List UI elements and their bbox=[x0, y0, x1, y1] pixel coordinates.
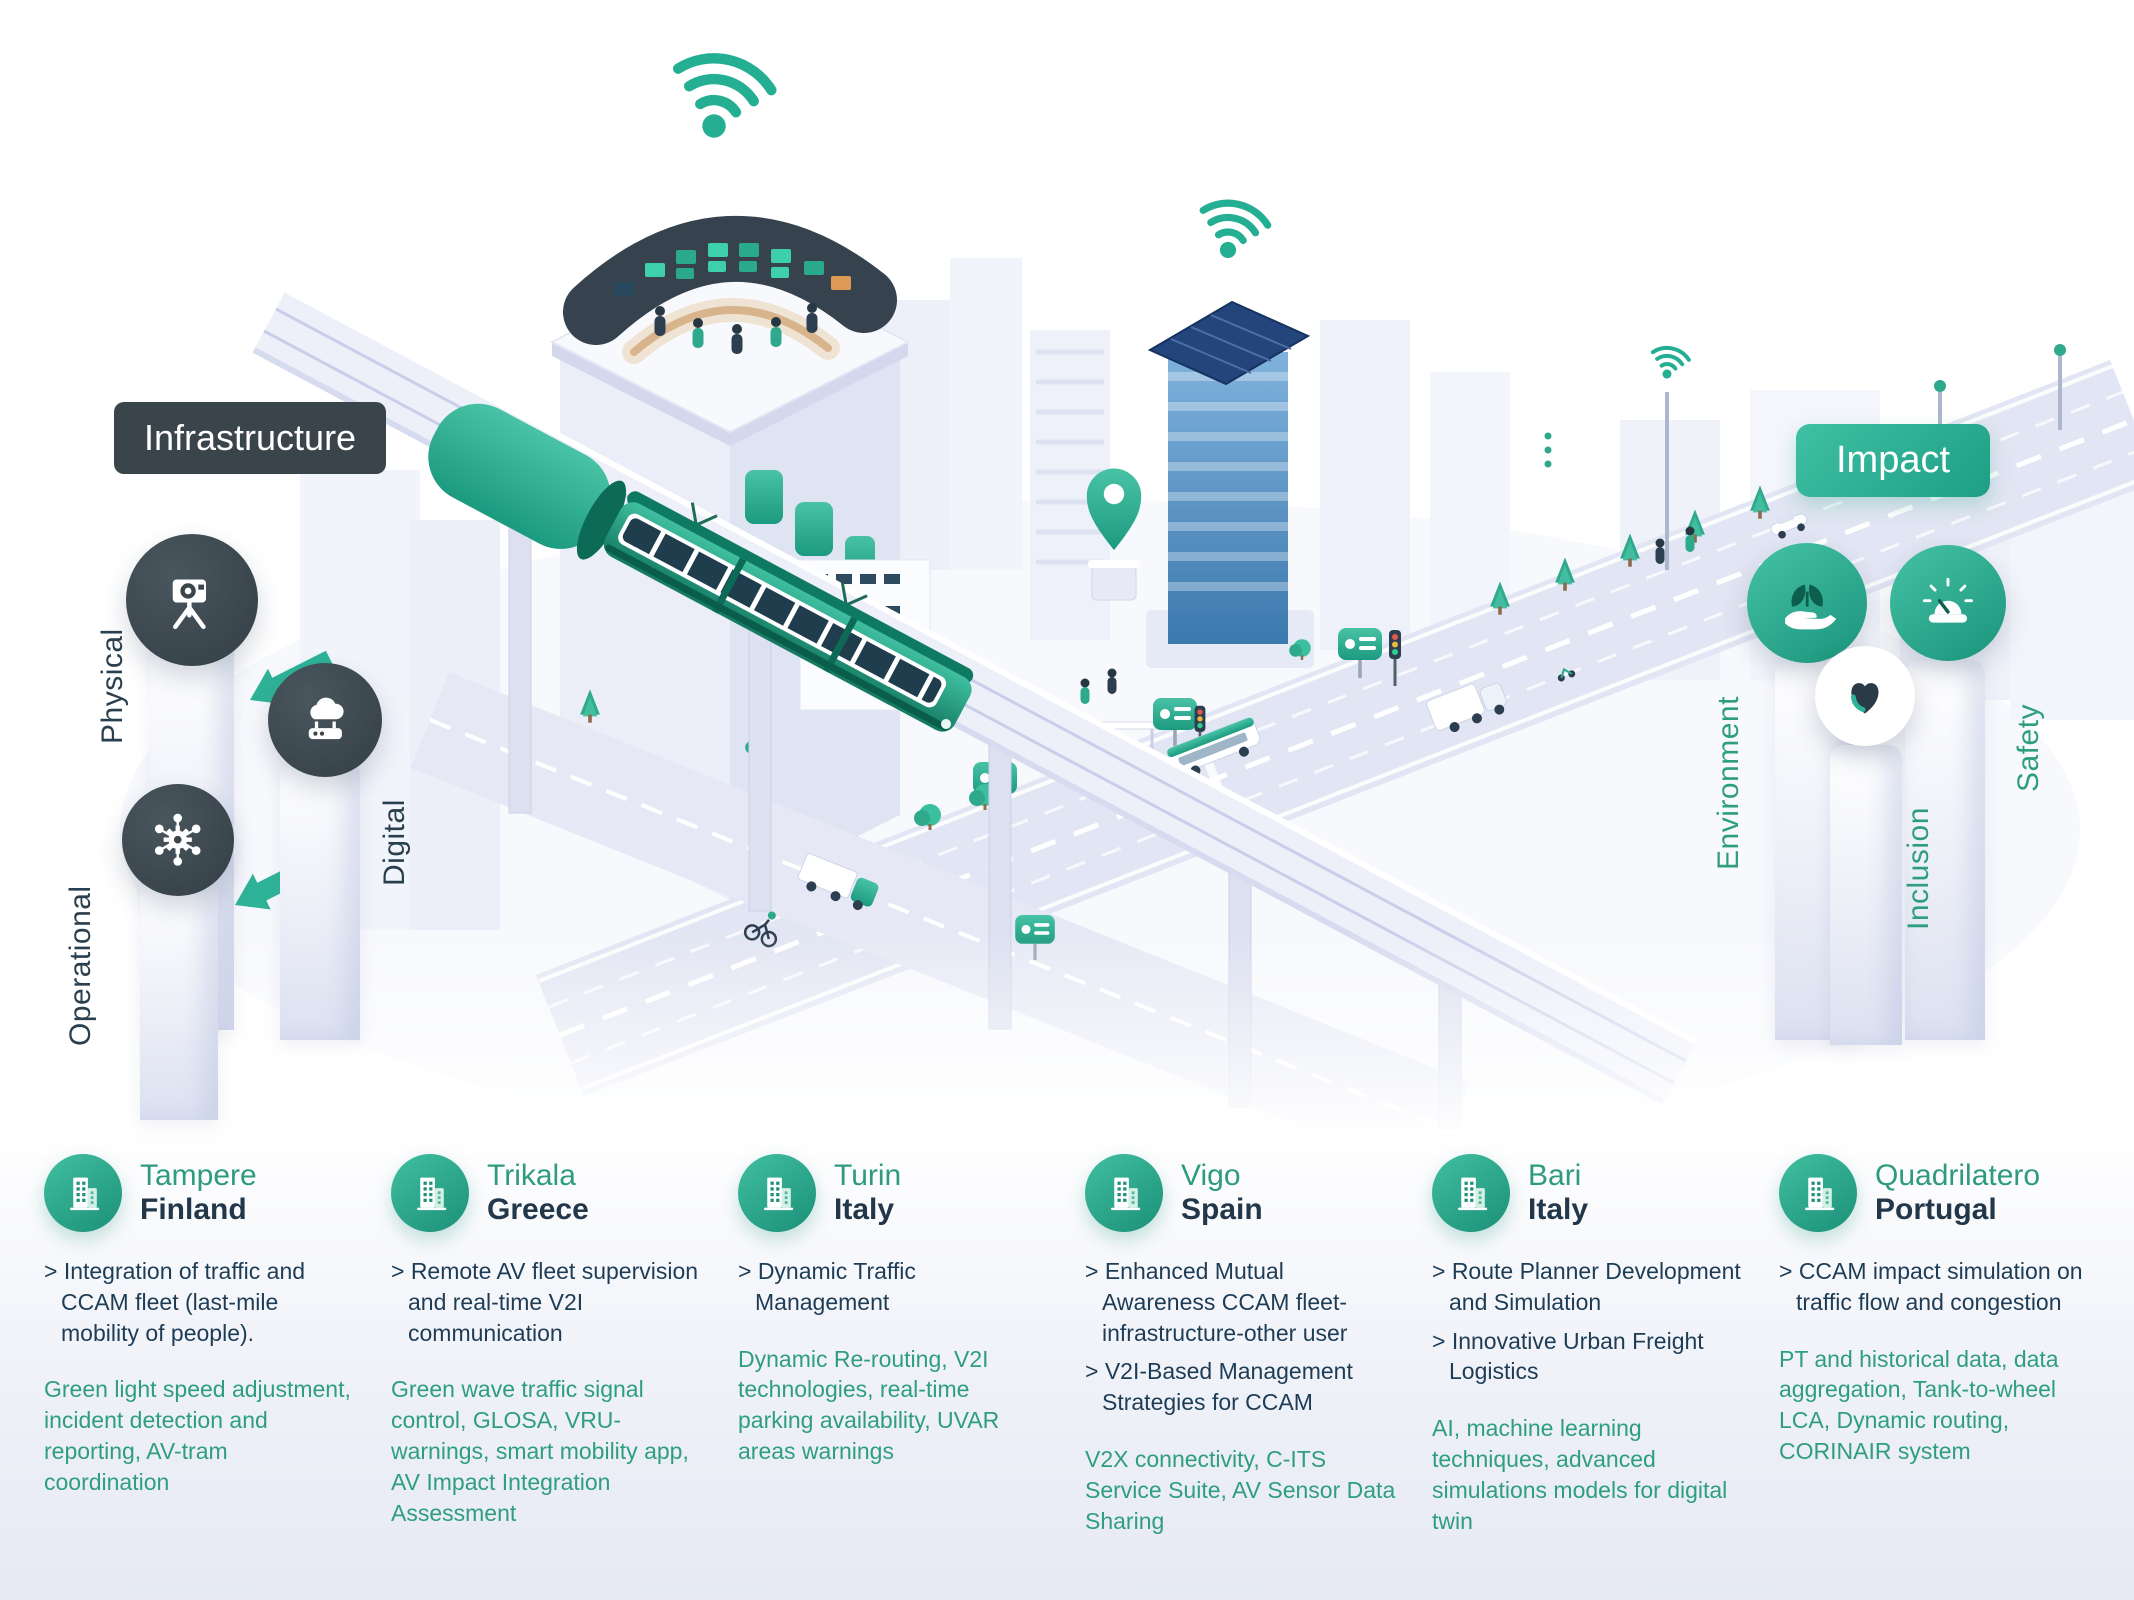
location-pin-icon bbox=[1086, 468, 1142, 551]
pillar-operational bbox=[140, 880, 218, 1120]
city-bullet: > Innovative Urban Freight Logistics bbox=[1432, 1327, 1704, 1385]
operational-circle bbox=[122, 784, 234, 896]
city-bullet: > Route Planner Development and Simulati… bbox=[1432, 1258, 1741, 1315]
pilot-cities-section: Tampere Finland > Integration of traffic… bbox=[0, 1128, 2134, 1600]
wifi-icon bbox=[1646, 342, 1693, 385]
bus bbox=[1167, 717, 1261, 776]
city-bullet: > V2I-Based Management Strategies for CC… bbox=[1085, 1358, 1353, 1416]
city-bullet: > Remote AV fleet supervision and real-t… bbox=[391, 1258, 699, 1346]
impact-badge-label: Impact bbox=[1836, 439, 1951, 481]
pillar-digital bbox=[280, 760, 360, 1040]
safety-circle bbox=[1890, 545, 2006, 661]
pillar-safety bbox=[1905, 660, 1985, 1040]
cargo-truck bbox=[797, 853, 879, 911]
wifi-icon bbox=[1194, 197, 1271, 265]
vehicles bbox=[743, 450, 1958, 948]
city-country: Italy bbox=[834, 1193, 895, 1226]
city-card-tampere: Tampere Finland > Integration of traffic… bbox=[44, 1154, 355, 1537]
rail-tunnel bbox=[428, 403, 627, 560]
physical-circle bbox=[126, 534, 258, 666]
city-bullet: > Dynamic Traffic Management bbox=[738, 1258, 916, 1315]
monorail bbox=[252, 287, 1698, 1130]
building-icon bbox=[1085, 1154, 1163, 1232]
city-card-turin: Turin Italy > Dynamic Traffic Management… bbox=[738, 1154, 1049, 1537]
label-operational: Operational bbox=[64, 885, 97, 1046]
pedestrians bbox=[1080, 526, 1695, 704]
control-room-screens bbox=[614, 243, 851, 296]
pilot-cities-row: Tampere Finland > Integration of traffic… bbox=[0, 1128, 2134, 1537]
city-card-bari: Bari Italy > Route Planner Development a… bbox=[1432, 1154, 1743, 1537]
city-country: Portugal bbox=[1875, 1193, 1997, 1226]
city-country: Italy bbox=[1528, 1193, 1589, 1226]
label-safety: Safety bbox=[2012, 703, 2045, 792]
smart-city-scene: Physical Digital Operational Environment… bbox=[0, 0, 2134, 1130]
city-name: Vigo bbox=[1181, 1158, 1241, 1192]
label-environment: Environment bbox=[1712, 696, 1745, 870]
city-description: V2X connectivity, C-ITS Service Suite, A… bbox=[1085, 1446, 1396, 1534]
delivery-truck bbox=[1426, 682, 1507, 733]
city-card-vigo: Vigo Spain > Enhanced Mutual Awareness C… bbox=[1085, 1154, 1396, 1537]
city-name: Quadrilatero bbox=[1875, 1158, 2041, 1192]
city-name: Bari bbox=[1528, 1158, 1582, 1192]
city-name: Turin bbox=[834, 1158, 902, 1192]
building-icon bbox=[1432, 1154, 1510, 1232]
city-card-quadrilatero: Quadrilatero Portugal > CCAM impact simu… bbox=[1779, 1154, 2090, 1537]
building-icon bbox=[391, 1154, 469, 1232]
city-country: Spain bbox=[1181, 1193, 1263, 1226]
city-bullet: > CCAM impact simulation on traffic flow… bbox=[1779, 1258, 2083, 1315]
environment-circle bbox=[1747, 543, 1867, 663]
infrastructure-badge: Infrastructure bbox=[114, 402, 387, 474]
operators bbox=[654, 303, 818, 354]
tram bbox=[603, 491, 974, 732]
city-description: AI, machine learning techniques, advance… bbox=[1432, 1415, 1728, 1534]
city-description: Green wave traffic signal control, GLOSA… bbox=[391, 1376, 689, 1526]
impact-badge: Impact bbox=[1796, 424, 1991, 497]
city-description: Green light speed adjustment, incident d… bbox=[44, 1376, 351, 1495]
city-description: Dynamic Re-routing, V2I technologies, re… bbox=[738, 1345, 1000, 1465]
city-card-trikala: Trikala Greece > Remote AV fleet supervi… bbox=[391, 1154, 702, 1537]
building-icon bbox=[738, 1154, 816, 1232]
siren-icon bbox=[1922, 577, 1974, 623]
label-inclusion: Inclusion bbox=[1902, 807, 1935, 930]
hand-leaf-icon bbox=[1784, 584, 1837, 630]
building-icon bbox=[44, 1154, 122, 1232]
city-bullet: > Enhanced Mutual Awareness CCAM fleet-i… bbox=[1085, 1258, 1348, 1346]
inclusion-circle bbox=[1815, 646, 1915, 746]
city-country: Finland bbox=[140, 1193, 247, 1226]
infrastructure-badge-label: Infrastructure bbox=[144, 417, 357, 458]
city-description: PT and historical data, data aggregation… bbox=[1779, 1345, 2059, 1465]
cloud-router-icon bbox=[308, 697, 344, 739]
city-name: Tampere bbox=[140, 1158, 257, 1192]
pillar-inclusion bbox=[1830, 745, 1902, 1045]
car bbox=[1770, 511, 1808, 539]
control-room bbox=[563, 49, 897, 364]
kiosk bbox=[1091, 565, 1137, 601]
digital-circle bbox=[268, 663, 382, 777]
camera-tripod-icon bbox=[172, 579, 207, 630]
scooter bbox=[1557, 667, 1576, 682]
label-physical: Physical bbox=[96, 628, 129, 744]
gear-network-icon bbox=[155, 813, 201, 867]
wifi-icon bbox=[665, 49, 776, 148]
label-digital: Digital bbox=[378, 799, 411, 886]
skyscraper-solar bbox=[1146, 197, 1314, 668]
city-illustration bbox=[0, 0, 2134, 1130]
city-country: Greece bbox=[487, 1193, 589, 1226]
city-name: Trikala bbox=[487, 1158, 576, 1192]
building-icon bbox=[1779, 1154, 1857, 1232]
heart-icon bbox=[1850, 683, 1879, 714]
city-bullet: > Integration of traffic and CCAM fleet … bbox=[44, 1258, 306, 1346]
